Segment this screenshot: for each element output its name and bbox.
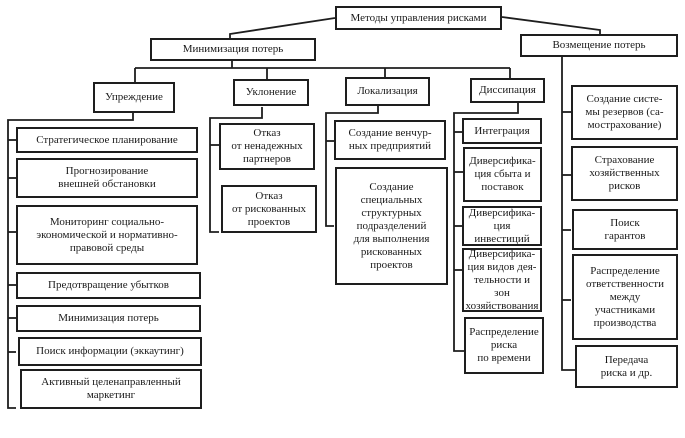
item-label: Распределение риска по времени (469, 326, 539, 364)
connector-preemption-rail (7, 113, 134, 409)
connector-compensation-rail (561, 56, 575, 371)
group-dissipation: Диссипация (470, 78, 545, 103)
item-label: Создание специальных структурных подразд… (353, 180, 430, 271)
group-label: Уклонение (245, 86, 297, 98)
item-label: Отказ от рискованных проектов (231, 189, 307, 228)
connector-dissipation-rail (453, 102, 519, 352)
preemption-item: Поиск информации (эккаутинг) (18, 337, 202, 366)
avoidance-item: Отказ от рискованных проектов (221, 185, 317, 233)
item-label: Диверсифика- ция инвестиций (468, 206, 536, 245)
item-label: Поиск информации (эккаутинг) (36, 345, 184, 357)
item-label: Страхование хозяйственных рисков (589, 154, 660, 192)
item-label: Интеграция (474, 124, 530, 137)
dissipation-item: Диверсифика- ция инвестиций (462, 206, 542, 246)
connector-localization-rail (325, 106, 379, 227)
avoidance-item: Отказ от ненадежных партнеров (219, 123, 315, 170)
item-label: Предотвращение убытков (48, 279, 169, 291)
localization-item: Создание венчур- ных предприятий (334, 120, 446, 160)
item-label: Мониторинг социально- экономической и но… (36, 215, 178, 254)
compensation-item: Распределение ответственности между учас… (572, 254, 678, 340)
item-label: Стратегическое планирование (36, 133, 178, 146)
group-label: Локализация (357, 85, 418, 97)
branch-minimization: Минимизация потерь (150, 38, 316, 61)
compensation-item: Создание систе- мы резервов (са- мострах… (571, 85, 678, 140)
group-localization: Локализация (345, 77, 430, 106)
item-label: Активный целенаправленный маркетинг (41, 376, 181, 401)
item-label: Поиск гарантов (604, 216, 646, 242)
dissipation-item: Диверсифика- ция сбыта и поставок (463, 147, 542, 202)
item-label: Отказ от ненадежных партнеров (231, 127, 303, 165)
localization-item: Создание специальных структурных подразд… (335, 167, 448, 285)
item-label: Прогнозирование внешней обстановки (58, 165, 156, 190)
item-label: Создание систе- мы резервов (са- мострах… (585, 93, 664, 131)
group-label: Упреждение (105, 91, 163, 103)
preemption-item: Прогнозирование внешней обстановки (16, 158, 198, 198)
branch-label: Минимизация потерь (182, 43, 284, 55)
preemption-item: Мониторинг социально- экономической и но… (16, 205, 198, 265)
item-label: Передача риска и др. (600, 353, 653, 379)
preemption-item: Стратегическое планирование (16, 127, 198, 153)
item-label: Распределение ответственности между учас… (586, 264, 664, 329)
preemption-item: Активный целенаправленный маркетинг (20, 369, 202, 409)
item-label: Диверсифика- ция видов дея- тельности и … (465, 247, 539, 312)
root-label: Методы управления рисками (350, 11, 487, 24)
group-preemption: Упреждение (93, 82, 175, 113)
connector-root-compensation (501, 16, 601, 34)
dissipation-item: Распределение риска по времени (464, 317, 544, 374)
branch-label: Возмещение потерь (552, 39, 646, 51)
item-label: Диверсифика- ция сбыта и поставок (469, 155, 536, 193)
group-label: Диссипация (479, 84, 536, 96)
item-label: Минимизация потерь (58, 312, 159, 324)
connector-root-minimization (229, 17, 336, 38)
dissipation-item: Интеграция (462, 118, 542, 144)
root-node: Методы управления рисками (335, 6, 502, 30)
dissipation-item: Диверсифика- ция видов дея- тельности и … (462, 248, 542, 312)
preemption-item: Минимизация потерь (16, 305, 201, 332)
compensation-item: Передача риска и др. (575, 345, 678, 388)
item-label: Создание венчур- ных предприятий (348, 127, 432, 152)
branch-compensation: Возмещение потерь (520, 34, 678, 57)
connector-avoidance-rail (209, 107, 263, 233)
compensation-item: Страхование хозяйственных рисков (571, 146, 678, 201)
preemption-item: Предотвращение убытков (16, 272, 201, 299)
compensation-item: Поиск гарантов (572, 209, 678, 250)
group-avoidance: Уклонение (233, 79, 309, 106)
